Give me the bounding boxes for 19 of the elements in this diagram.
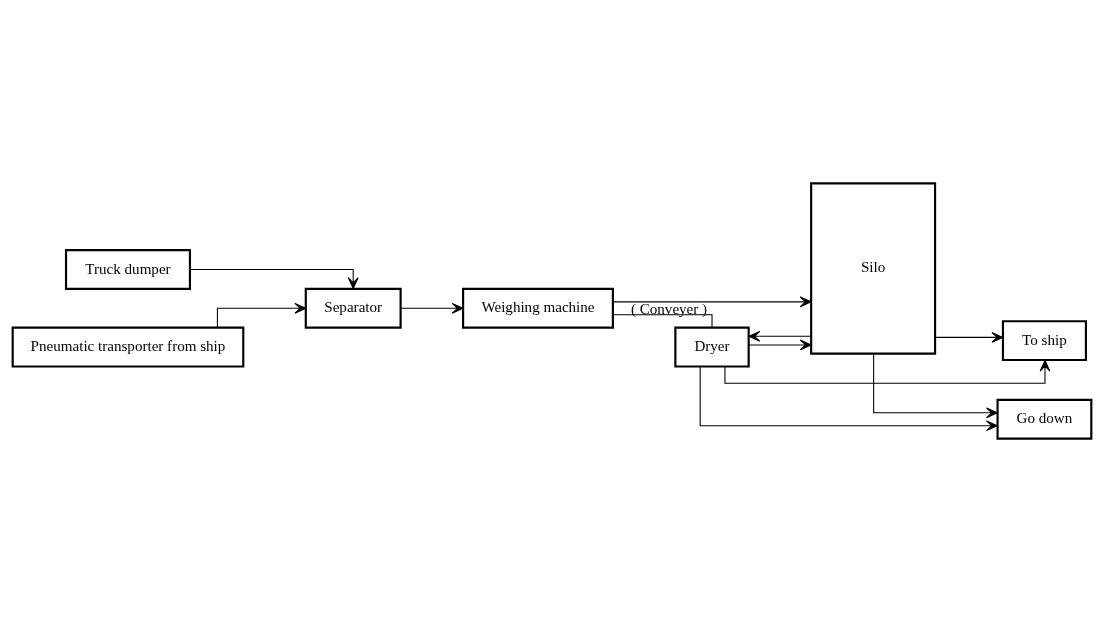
arrow: [699, 366, 998, 432]
node-box: Pneumatic transporter from ship: [11, 326, 245, 368]
node-box: Weighing machine: [462, 287, 614, 329]
arrow: [748, 330, 812, 342]
node-box: Truck dumper: [64, 249, 191, 290]
arrow: [724, 359, 1051, 384]
arrow: [748, 339, 812, 351]
arrow: [216, 302, 307, 328]
node-box: To ship: [1001, 320, 1087, 362]
node-box: Silo: [810, 182, 937, 355]
node-box: Go down: [996, 398, 1093, 440]
edge-label: ( Conveyer ): [630, 300, 708, 317]
node-box: Dryer: [674, 326, 750, 368]
node-box: Separator: [304, 287, 402, 329]
arrow: [612, 296, 812, 308]
arrow: [400, 302, 464, 314]
arrow: [934, 332, 1004, 343]
arrow: [189, 268, 359, 289]
arrow: [873, 353, 998, 419]
